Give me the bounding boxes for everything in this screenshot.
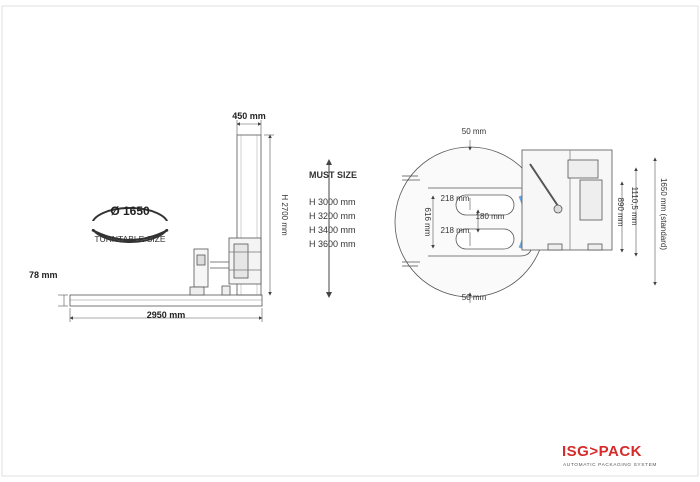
overall-label: 1650 mm (standard) — [659, 178, 668, 250]
top-view — [394, 146, 613, 298]
mast — [236, 134, 262, 296]
top-gap-label: 50 mm — [462, 127, 487, 136]
frame-890-label: 890 mm — [616, 198, 625, 227]
page-frame — [1, 5, 699, 477]
brand-tagline: AUTOMATIC PACKAGING SYSTEM — [563, 462, 657, 468]
mast-size-title: MUST SIZE — [309, 170, 357, 180]
slot-bottom-label: 218 mm — [441, 226, 470, 235]
slot-top — [455, 194, 515, 216]
bottom-gap-label: 50 mm — [462, 293, 487, 302]
frame-1110-label: 1110,5 mm — [630, 187, 639, 226]
brand-name: ISG>PACK — [562, 443, 642, 460]
length-label: 2950 mm — [147, 310, 186, 320]
mast-size-option: H 3000 mm — [309, 197, 356, 207]
mast-size-option: H 3200 mm — [309, 211, 356, 221]
turntable-badge — [86, 207, 174, 243]
slot-middle-label: 180 mm — [476, 212, 505, 221]
slot-top-label: 218 mm — [441, 194, 470, 203]
slot-width-left-label: 616 mm — [423, 208, 432, 237]
brand-logo: ISG>PACK AUTOMATIC PACKAGING SYSTEM — [562, 443, 657, 468]
side-view — [69, 134, 263, 307]
mast-width-label: 450 mm — [232, 111, 266, 121]
platform-height-label: 78 mm — [29, 270, 58, 280]
turntable-diameter: Ø 1650 — [110, 204, 150, 218]
mast-size-option: H 3600 mm — [309, 239, 356, 249]
mast-size-option: H 3400 mm — [309, 225, 356, 235]
side-dimensions — [58, 120, 274, 322]
slot-bottom — [455, 228, 515, 250]
turntable-caption: TURNTABLE SIZE — [94, 234, 165, 244]
top-dimensions — [431, 140, 657, 303]
height-label: H 2700 mm — [280, 194, 289, 236]
base-platform — [69, 294, 263, 307]
